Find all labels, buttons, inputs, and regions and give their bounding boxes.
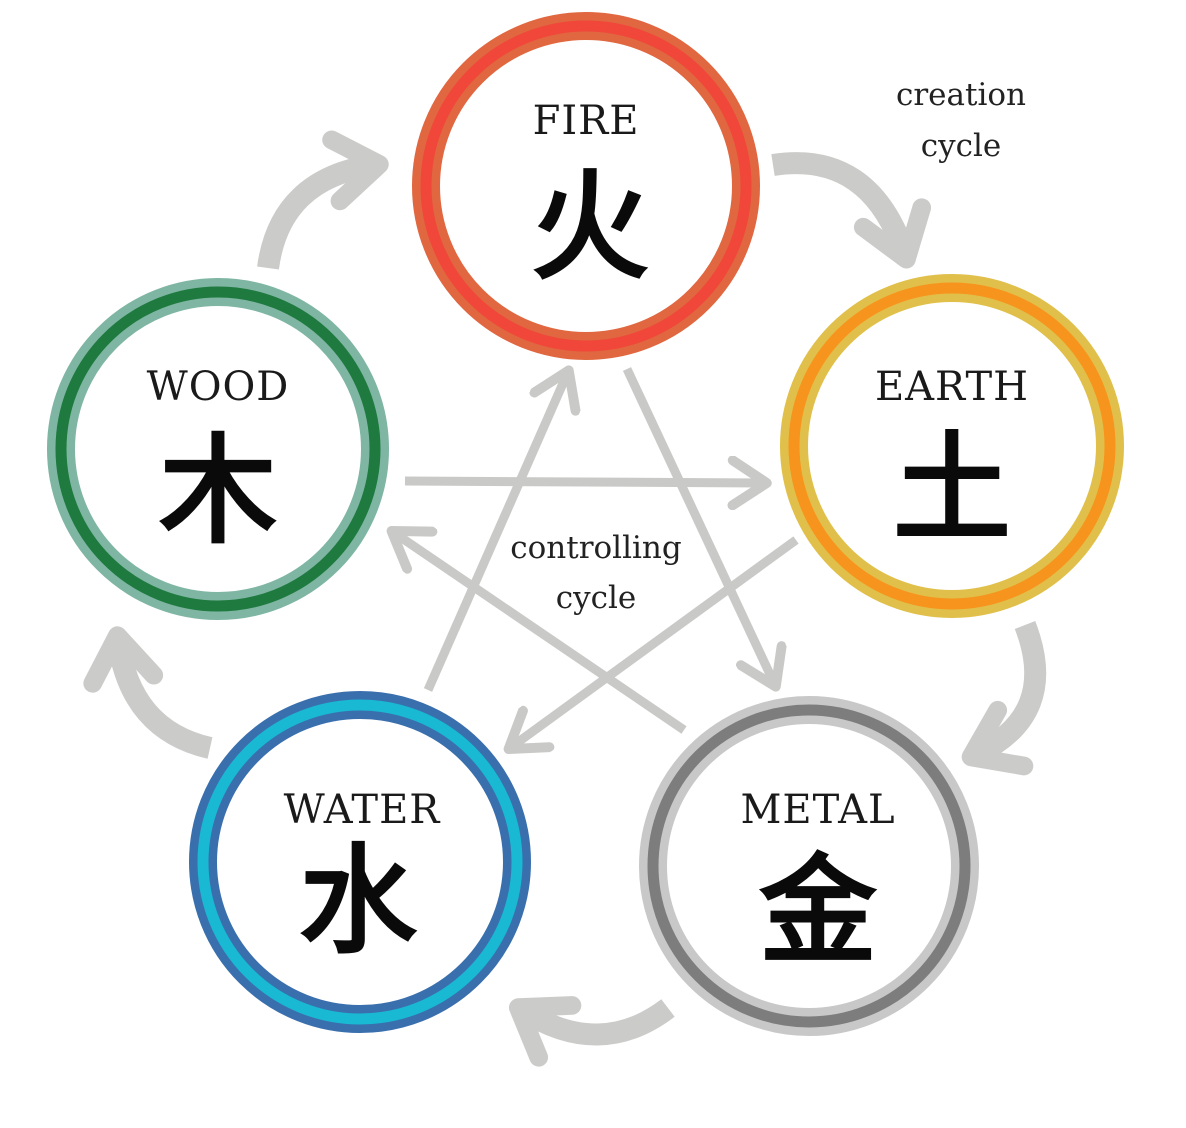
control-arrow-water-fire bbox=[423, 372, 568, 692]
fire-character: 火 bbox=[531, 157, 649, 296]
controlling-cycle-arrows bbox=[393, 367, 799, 748]
controlling-cycle-label-line1: controlling bbox=[510, 530, 681, 566]
earth-character: 土 bbox=[893, 419, 1011, 558]
fire-label: FIRE bbox=[533, 98, 640, 144]
creation-cycle-label: creation cycle bbox=[896, 77, 1026, 164]
element-fire: FIRE 火 bbox=[412, 12, 760, 360]
creation-cycle-label-line1: creation bbox=[896, 77, 1026, 113]
water-character: 水 bbox=[299, 831, 418, 970]
control-arrow-fire-metal bbox=[622, 367, 775, 685]
creation-arrow-wood-fire bbox=[257, 130, 389, 270]
control-arrow-wood-earth bbox=[404, 481, 765, 483]
creation-arrow-water-wood bbox=[83, 626, 213, 759]
control-arrow-metal-wood bbox=[393, 532, 687, 734]
element-earth: EARTH 土 bbox=[780, 274, 1124, 618]
fire-ring-inner bbox=[420, 20, 752, 352]
metal-character: 金 bbox=[758, 841, 878, 980]
earth-label: EARTH bbox=[875, 364, 1029, 410]
metal-ring-inner bbox=[647, 704, 971, 1028]
water-ring-inner bbox=[197, 699, 523, 1025]
element-water: WATER 水 bbox=[189, 691, 531, 1033]
control-arrow-earth-water bbox=[510, 536, 799, 748]
element-metal: METAL 金 bbox=[639, 696, 979, 1036]
wood-label: WOOD bbox=[147, 364, 290, 410]
element-wood: WOOD 木 bbox=[47, 278, 389, 620]
creation-cycle-label-line2: cycle bbox=[921, 128, 1002, 164]
creation-arrow-metal-water bbox=[508, 996, 675, 1067]
creation-arrow-earth-metal bbox=[961, 621, 1047, 776]
creation-arrow-fire-earth bbox=[771, 152, 932, 269]
earth-ring-inner bbox=[788, 282, 1116, 610]
creation-cycle-arrows bbox=[83, 130, 1047, 1067]
controlling-cycle-label: controlling cycle bbox=[510, 530, 681, 616]
wood-ring-inner bbox=[55, 286, 381, 612]
controlling-cycle-label-line2: cycle bbox=[556, 580, 637, 616]
wood-character: 木 bbox=[159, 421, 277, 560]
water-label: WATER bbox=[284, 787, 442, 833]
metal-label: METAL bbox=[740, 787, 895, 833]
